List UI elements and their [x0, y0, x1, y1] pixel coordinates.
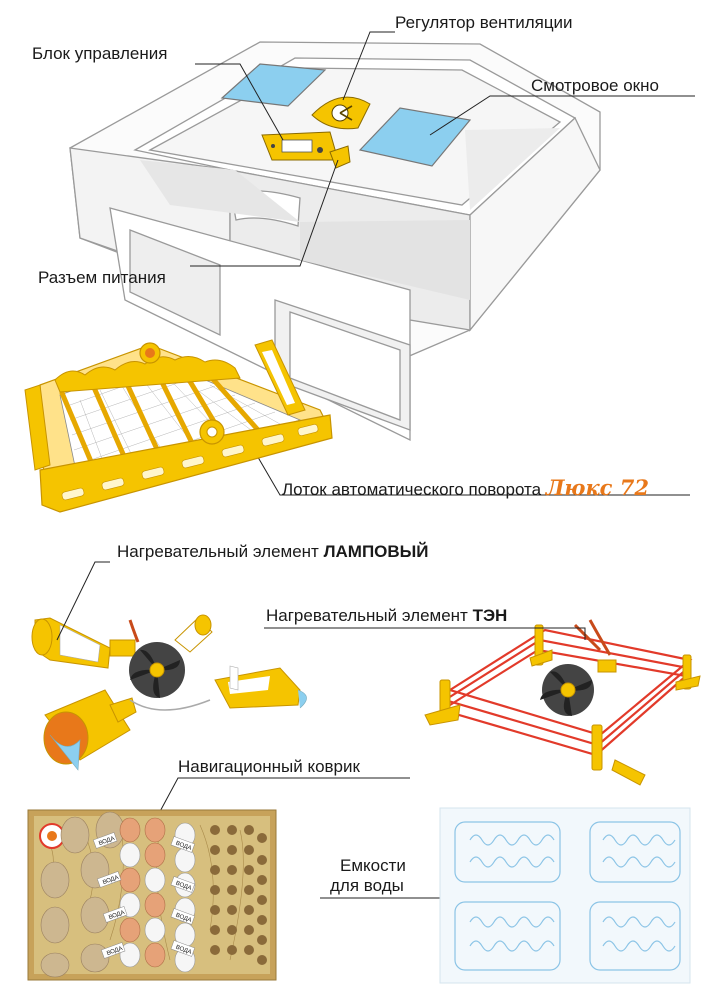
water-containers	[439, 807, 691, 984]
navigation-mat-label: Навигационный коврик	[178, 757, 360, 776]
ten-heating-prefix: Нагревательный элемент	[266, 606, 468, 625]
water-containers-label-line2: для воды	[330, 876, 404, 895]
navigation-mat: ВОДА ВОДА ВОДА ВОДА ВОДА ВОДА ВОДА ВОДА	[27, 809, 277, 981]
lamp-heating-label: Нагревательный элемент ЛАМПОВЫЙ	[117, 542, 429, 562]
left-viewing-window	[220, 63, 327, 107]
water-tag: ВОДА	[98, 836, 115, 847]
water-containers-label-line1: Емкости	[340, 856, 406, 875]
turning-tray-text: Лоток автоматического поворота	[282, 480, 542, 499]
water-tags: ВОДА ВОДА ВОДА ВОДА ВОДА ВОДА ВОДА ВОДА	[92, 832, 196, 959]
lamp-heating-element	[31, 614, 307, 771]
water-tag: ВОДА	[175, 913, 192, 924]
viewing-window-label: Смотровое окно	[531, 76, 659, 95]
water-tag: ВОДА	[175, 945, 192, 956]
turning-tray	[24, 339, 333, 513]
water-tag: ВОДА	[175, 881, 192, 892]
water-tag: ВОДА	[108, 910, 125, 921]
water-tag: ВОДА	[175, 841, 192, 852]
control-unit	[261, 131, 339, 161]
lamp-type: ЛАМПОВЫЙ	[323, 542, 429, 561]
power-connector-label: Разъем питания	[38, 268, 166, 287]
ten-heating-element	[424, 619, 701, 786]
ventilation-regulator	[311, 96, 371, 130]
right-viewing-window	[358, 107, 472, 167]
brand-name: Люкс 72	[545, 475, 649, 500]
ventilation-regulator-label: Регулятор вентиляции	[395, 13, 573, 32]
power-connector	[329, 145, 351, 169]
ten-heating-label: Нагревательный элемент ТЭН	[266, 606, 507, 626]
turning-tray-label: Лоток автоматического поворота Люкс 72	[282, 475, 649, 500]
water-tag: ВОДА	[106, 946, 123, 957]
lamp-heating-prefix: Нагревательный элемент	[117, 542, 319, 561]
ten-type: ТЭН	[472, 606, 508, 625]
water-tag: ВОДА	[102, 875, 119, 886]
control-unit-label: Блок управления	[32, 44, 168, 63]
